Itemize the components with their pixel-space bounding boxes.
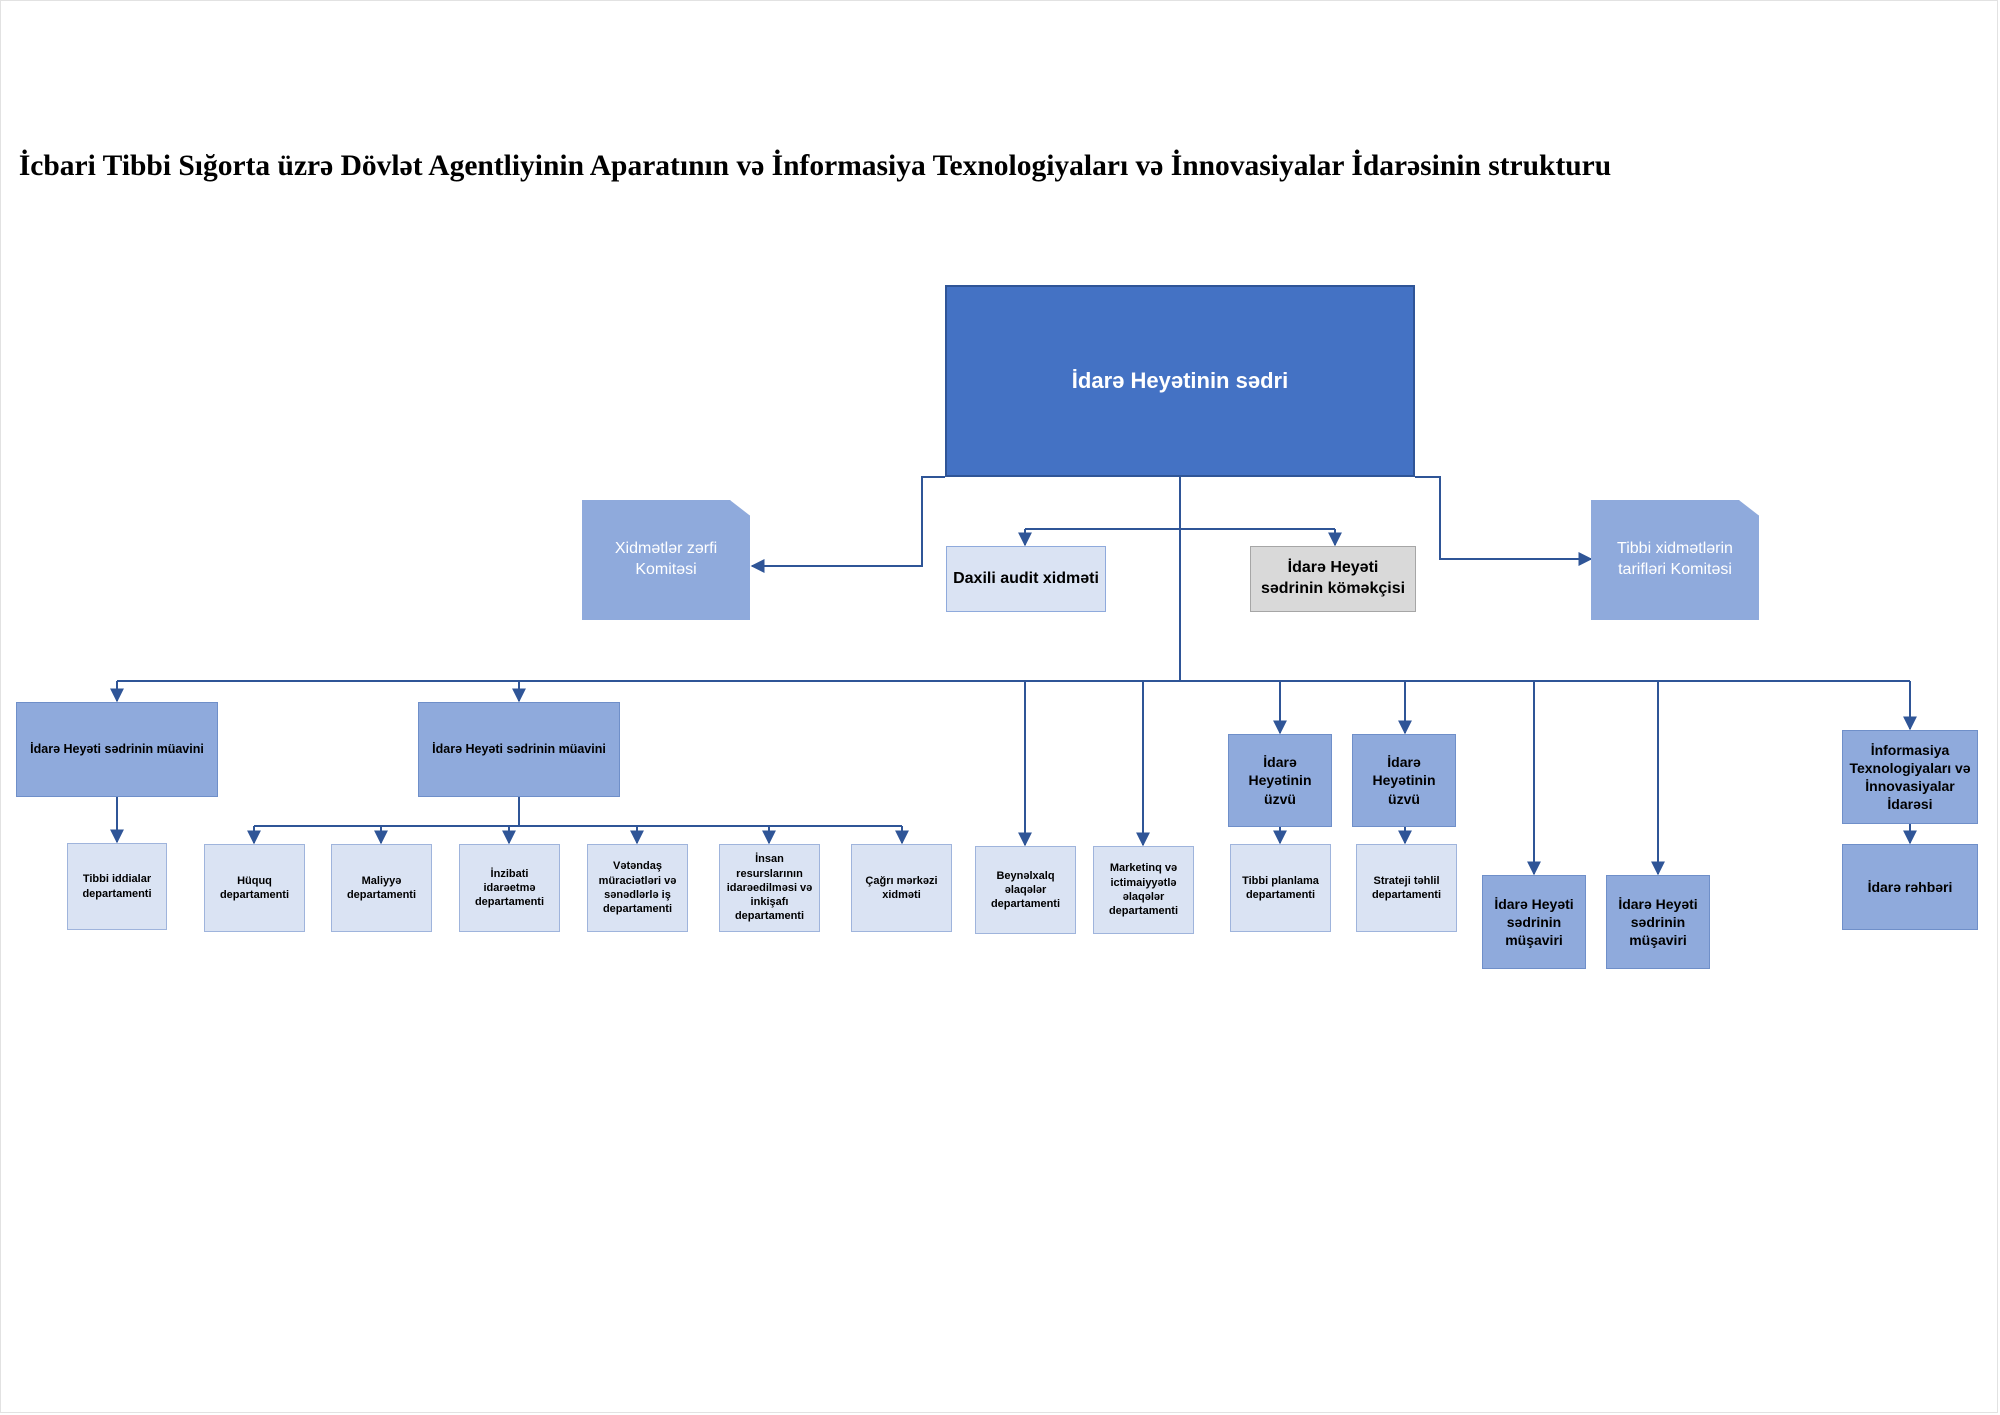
citizen-appeals-department: Vətəndaş müraciətləri və sənədlərlə iş d… <box>587 844 688 932</box>
call-center-service: Çağrı mərkəzi xidməti <box>851 844 952 932</box>
chair-advisor-box-2: İdarə Heyəti sədrinin müşaviri <box>1606 875 1710 969</box>
board-member-box-1: İdarə Heyətinin üzvü <box>1228 734 1332 827</box>
strategic-analysis-department: Strateji təhlil departamenti <box>1356 844 1457 932</box>
finance-department: Maliyyə departamenti <box>331 844 432 932</box>
internal-audit-box: Daxili audit xidməti <box>946 546 1106 612</box>
admin-management-department: İnzibati idarəetmə departamenti <box>459 844 560 932</box>
international-relations-department: Beynəlxalq əlaqələr departamenti <box>975 846 1076 934</box>
page-title: İcbari Tibbi Sığorta üzrə Dövlət Agentli… <box>18 150 1612 182</box>
claims-department: Tibbi iddialar departamenti <box>67 843 167 930</box>
hr-department: İnsan resurslarının idarəedilməsi və ink… <box>719 844 820 932</box>
office-head-box: İdarə rəhbəri <box>1842 844 1978 930</box>
board-member-box-2: İdarə Heyətinin üzvü <box>1352 734 1456 827</box>
deputy-chair-box-1: İdarə Heyəti sədrinin müavini <box>16 702 218 797</box>
deputy-chair-box-2: İdarə Heyəti sədrinin müavini <box>418 702 620 797</box>
chair-box: İdarə Heyətinin sədri <box>945 285 1415 477</box>
marketing-pr-department: Marketinq və ictimaiyyətlə əlaqələr depa… <box>1093 846 1194 934</box>
it-innovation-office-box: İnformasiya Texnologiyaları və İnnovasiy… <box>1842 730 1978 824</box>
tariffs-committee: Tibbi xidmətlərin tarifləri Komitəsi <box>1591 500 1759 620</box>
chair-assistant-box: İdarə Heyəti sədrinin köməkçisi <box>1250 546 1416 612</box>
chair-advisor-box-1: İdarə Heyəti sədrinin müşaviri <box>1482 875 1586 969</box>
legal-department: Hüquq departamenti <box>204 844 305 932</box>
services-package-committee: Xidmətlər zərfi Komitəsi <box>582 500 750 620</box>
medical-planning-department: Tibbi planlama departamenti <box>1230 844 1331 932</box>
